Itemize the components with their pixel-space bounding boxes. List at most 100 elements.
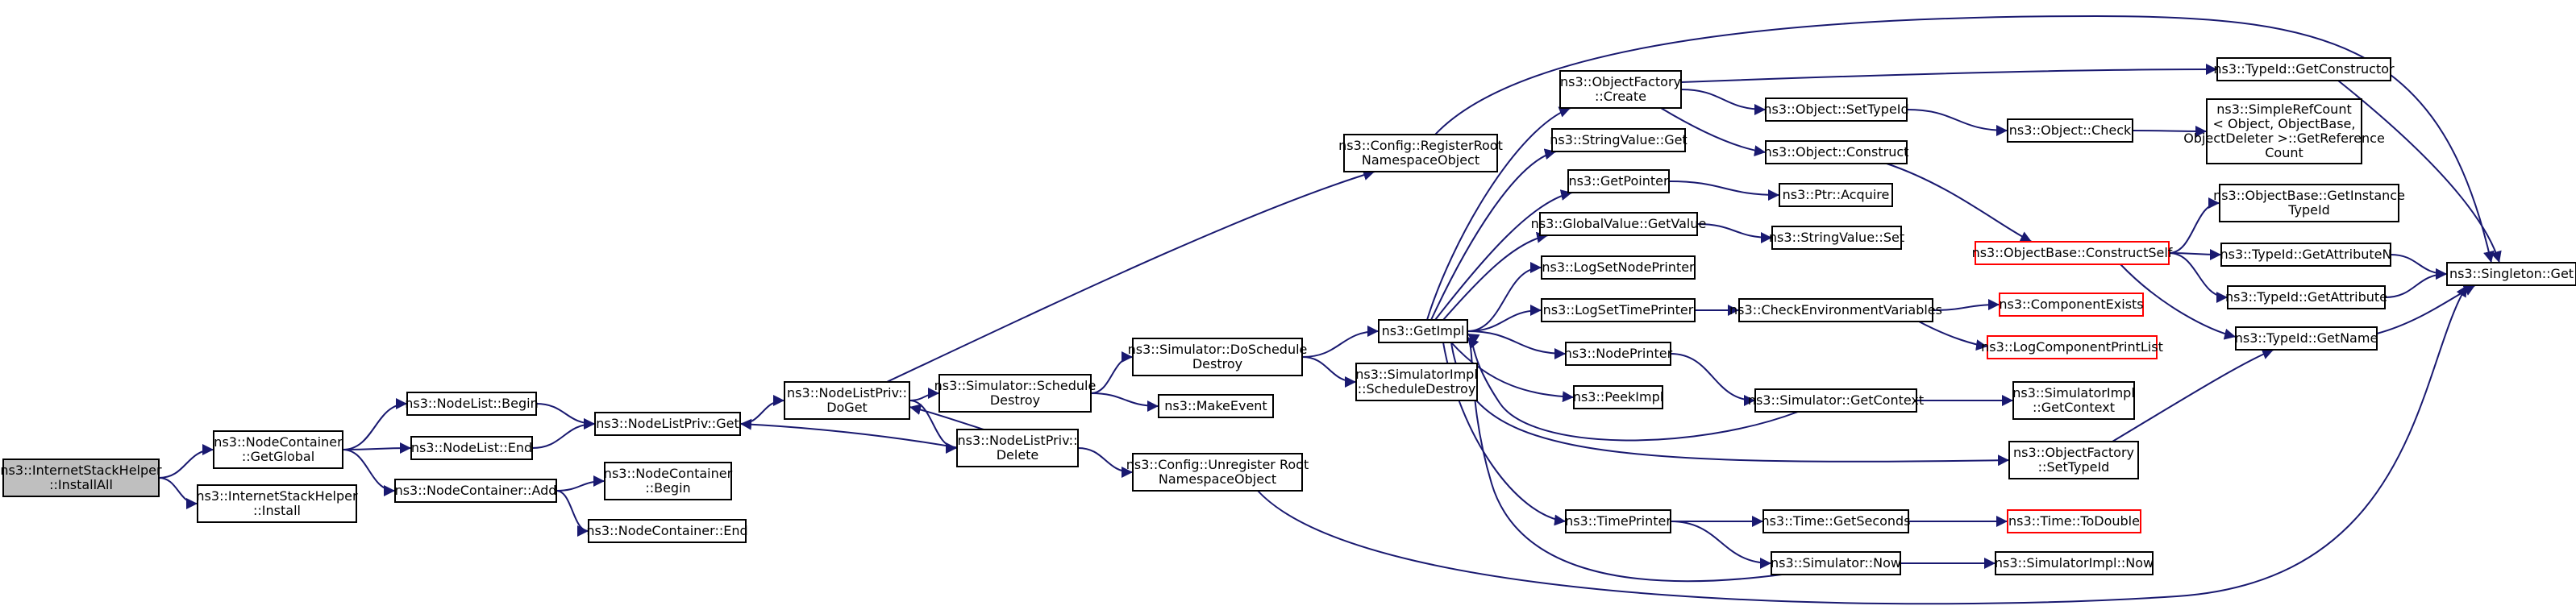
node-get-pointer[interactable]: ns3::GetPointer xyxy=(1567,169,1670,193)
node-label: ns3::MakeEvent xyxy=(1164,398,1267,413)
call-edge-sim_schedule_destroy-to-make_event xyxy=(1090,392,1159,412)
node-typeid-getname[interactable]: ns3::TypeId::GetName xyxy=(2235,326,2378,351)
node-nc-getglobal[interactable]: ns3::NodeContainer::GetGlobal xyxy=(213,430,343,469)
node-simimpl-schedule-destroy[interactable]: ns3::SimulatorImpl::ScheduleDestroy xyxy=(1355,363,1478,401)
node-label: ns3::Config::Unregister Root xyxy=(1126,457,1309,472)
node-install-all[interactable]: ns3::InternetStackHelper::InstallAll xyxy=(0,459,162,497)
call-edge-nc_getglobal-to-nc_add xyxy=(342,449,396,496)
node-label: ::InstallAll xyxy=(49,477,113,492)
node-time-todouble[interactable]: ns3::Time::ToDouble xyxy=(2007,509,2141,533)
node-box xyxy=(1771,226,1902,250)
node-label: ns3::NodeListPriv:: xyxy=(958,433,1078,448)
node-time-printer[interactable]: ns3::TimePrinter xyxy=(1565,509,1671,533)
node-globalvalue-getvalue[interactable]: ns3::GlobalValue::GetValue xyxy=(1531,212,1707,236)
node-nlp-doget[interactable]: ns3::NodeListPriv::DoGet xyxy=(784,381,910,420)
node-of-create[interactable]: ns3::ObjectFactory::Create xyxy=(1559,70,1682,109)
node-label: ns3::TypeId::GetAttribute xyxy=(2225,289,2387,305)
node-sim-now[interactable]: ns3::Simulator::Now xyxy=(1771,551,1901,575)
node-label: ns3::Simulator::Schedule xyxy=(934,378,1097,393)
node-obj-check[interactable]: ns3::Object::Check xyxy=(2007,118,2133,143)
node-sim-getcontext[interactable]: ns3::Simulator::GetContext xyxy=(1748,388,1924,413)
node-stringvalue-set[interactable]: ns3::StringValue::Set xyxy=(1769,226,1904,250)
call-edge-check_env_vars-to-component_exists xyxy=(1932,299,2000,311)
call-edge-typeid_getconstructor-to-singleton_get xyxy=(2337,80,2502,264)
node-label: ns3::NodeList::Begin xyxy=(405,396,539,411)
node-label: ns3::InternetStackHelper xyxy=(196,488,358,504)
call-edge-get_impl-to-get_pointer xyxy=(1434,189,1573,321)
node-log-component-print-list[interactable]: ns3::LogComponentPrintList xyxy=(1981,335,2163,359)
node-ptr-acquire[interactable]: ns3::Ptr::Acquire xyxy=(1779,183,1893,207)
node-box xyxy=(604,462,732,500)
node-stringvalue-get[interactable]: ns3::StringValue::Get xyxy=(1550,128,1688,152)
call-edge-objbase_constructself-to-objbase_getinstancetypeid xyxy=(2168,197,2220,254)
call-edge-of_create-to-obj_settypeid xyxy=(1680,89,1767,115)
node-nlp-delete[interactable]: ns3::NodeListPriv::Delete xyxy=(956,429,1079,467)
call-edge-get_impl-to-peek_impl xyxy=(1450,342,1575,403)
call-edge-globalvalue_getvalue-to-stringvalue_set xyxy=(1696,223,1773,243)
node-simple-refcount[interactable]: ns3::SimpleRefCount< Object, ObjectBase,… xyxy=(2183,98,2385,164)
node-obj-settypeid[interactable]: ns3::Object::SetTypeId xyxy=(1763,98,1909,122)
node-label: < Object, ObjectBase, xyxy=(2213,116,2356,131)
node-nl-begin[interactable]: ns3::NodeList::Begin xyxy=(405,392,539,416)
node-peek-impl[interactable]: ns3::PeekImpl xyxy=(1573,385,1663,409)
node-time-getseconds[interactable]: ns3::Time::GetSeconds xyxy=(1761,509,1911,533)
call-edge-get_impl-to-node_printer xyxy=(1467,330,1567,359)
node-make-event[interactable]: ns3::MakeEvent xyxy=(1158,394,1274,418)
node-objbase-constructself[interactable]: ns3::ObjectBase::ConstructSelf xyxy=(1972,241,2173,265)
node-box xyxy=(2220,243,2391,267)
node-label: ns3::Object::Check xyxy=(2009,122,2132,138)
node-node-printer[interactable]: ns3::NodePrinter xyxy=(1564,342,1673,366)
node-log-set-node-printer[interactable]: ns3::LogSetNodePrinter xyxy=(1541,255,1696,280)
node-ish-install[interactable]: ns3::InternetStackHelper::Install xyxy=(196,484,358,523)
node-nc-end[interactable]: ns3::NodeContainer::End xyxy=(586,519,748,543)
node-label: ns3::NodeListPriv:: xyxy=(787,385,907,400)
node-label: ns3::ObjectBase::GetInstance xyxy=(2213,188,2405,203)
node-obj-construct[interactable]: ns3::Object::Construct xyxy=(1764,140,1909,164)
node-typeid-getconstructor[interactable]: ns3::TypeId::GetConstructor xyxy=(2213,57,2395,81)
node-label: ns3::PeekImpl xyxy=(1573,389,1663,405)
node-box xyxy=(410,436,533,460)
node-nc-begin[interactable]: ns3::NodeContainer::Begin xyxy=(604,462,733,500)
node-box xyxy=(1754,388,1917,413)
node-get-impl[interactable]: ns3::GetImpl xyxy=(1378,319,1468,343)
node-nlp-get[interactable]: ns3::NodeListPriv::Get xyxy=(594,412,741,436)
node-of-settypeid[interactable]: ns3::ObjectFactory::SetTypeId xyxy=(2008,441,2139,479)
node-label: ns3::Ptr::Acquire xyxy=(1783,187,1890,202)
node-label: Delete xyxy=(997,447,1039,463)
node-box xyxy=(1132,453,1303,492)
call-edge-get_pointer-to-ptr_acquire xyxy=(1668,181,1780,201)
node-sim-schedule-destroy[interactable]: ns3::Simulator::ScheduleDestroy xyxy=(934,374,1097,413)
node-typeid-getattributen[interactable]: ns3::TypeId::GetAttributeN xyxy=(2220,243,2392,267)
node-box xyxy=(1559,70,1682,109)
call-edge-sim_doschedule_destroy-to-simimpl_schedule_destroy xyxy=(1301,356,1357,388)
node-box xyxy=(938,374,1092,413)
call-edge-of_create-to-typeid_getconstructor xyxy=(1680,64,2218,83)
call-edge-nlp_get-to-nlp_doget xyxy=(739,395,785,425)
node-component-exists[interactable]: ns3::ComponentExists xyxy=(1999,293,2144,317)
node-label: ns3::Object::SetTypeId xyxy=(1763,102,1908,117)
node-cfg-unregister[interactable]: ns3::Config::Unregister RootNamespaceObj… xyxy=(1126,453,1309,492)
node-box xyxy=(1565,509,1671,533)
node-label: ns3::Config::RegisterRoot xyxy=(1338,138,1503,153)
node-label: ns3::TypeId::GetConstructor xyxy=(2213,61,2395,77)
node-typeid-getattribute[interactable]: ns3::TypeId::GetAttribute xyxy=(2225,285,2387,309)
node-box xyxy=(406,392,537,416)
node-singleton-get[interactable]: ns3::Singleton::Get xyxy=(2446,262,2576,286)
node-box xyxy=(2227,285,2386,309)
node-box xyxy=(1975,241,2170,265)
node-box xyxy=(2007,509,2141,533)
node-check-env-vars[interactable]: ns3::CheckEnvironmentVariables xyxy=(1729,298,1942,322)
node-box xyxy=(2235,326,2378,351)
node-simimpl-now[interactable]: ns3::SimulatorImpl::Now xyxy=(1995,551,2154,575)
node-nl-end[interactable]: ns3::NodeList::End xyxy=(410,436,533,460)
node-label: ObjectDeleter >::GetReference xyxy=(2183,131,2385,146)
node-label: ns3::TypeId::GetName xyxy=(2235,330,2378,346)
call-edge-cfg_register-to-singleton_get xyxy=(1434,15,2495,264)
node-simimpl-getcontext[interactable]: ns3::SimulatorImpl::GetContext xyxy=(2012,381,2135,420)
node-label: ns3::Simulator::DoSchedule xyxy=(1128,342,1308,357)
node-log-set-time-printer[interactable]: ns3::LogSetTimePrinter xyxy=(1541,298,1696,322)
node-nc-add[interactable]: ns3::NodeContainer::Add xyxy=(394,479,557,503)
